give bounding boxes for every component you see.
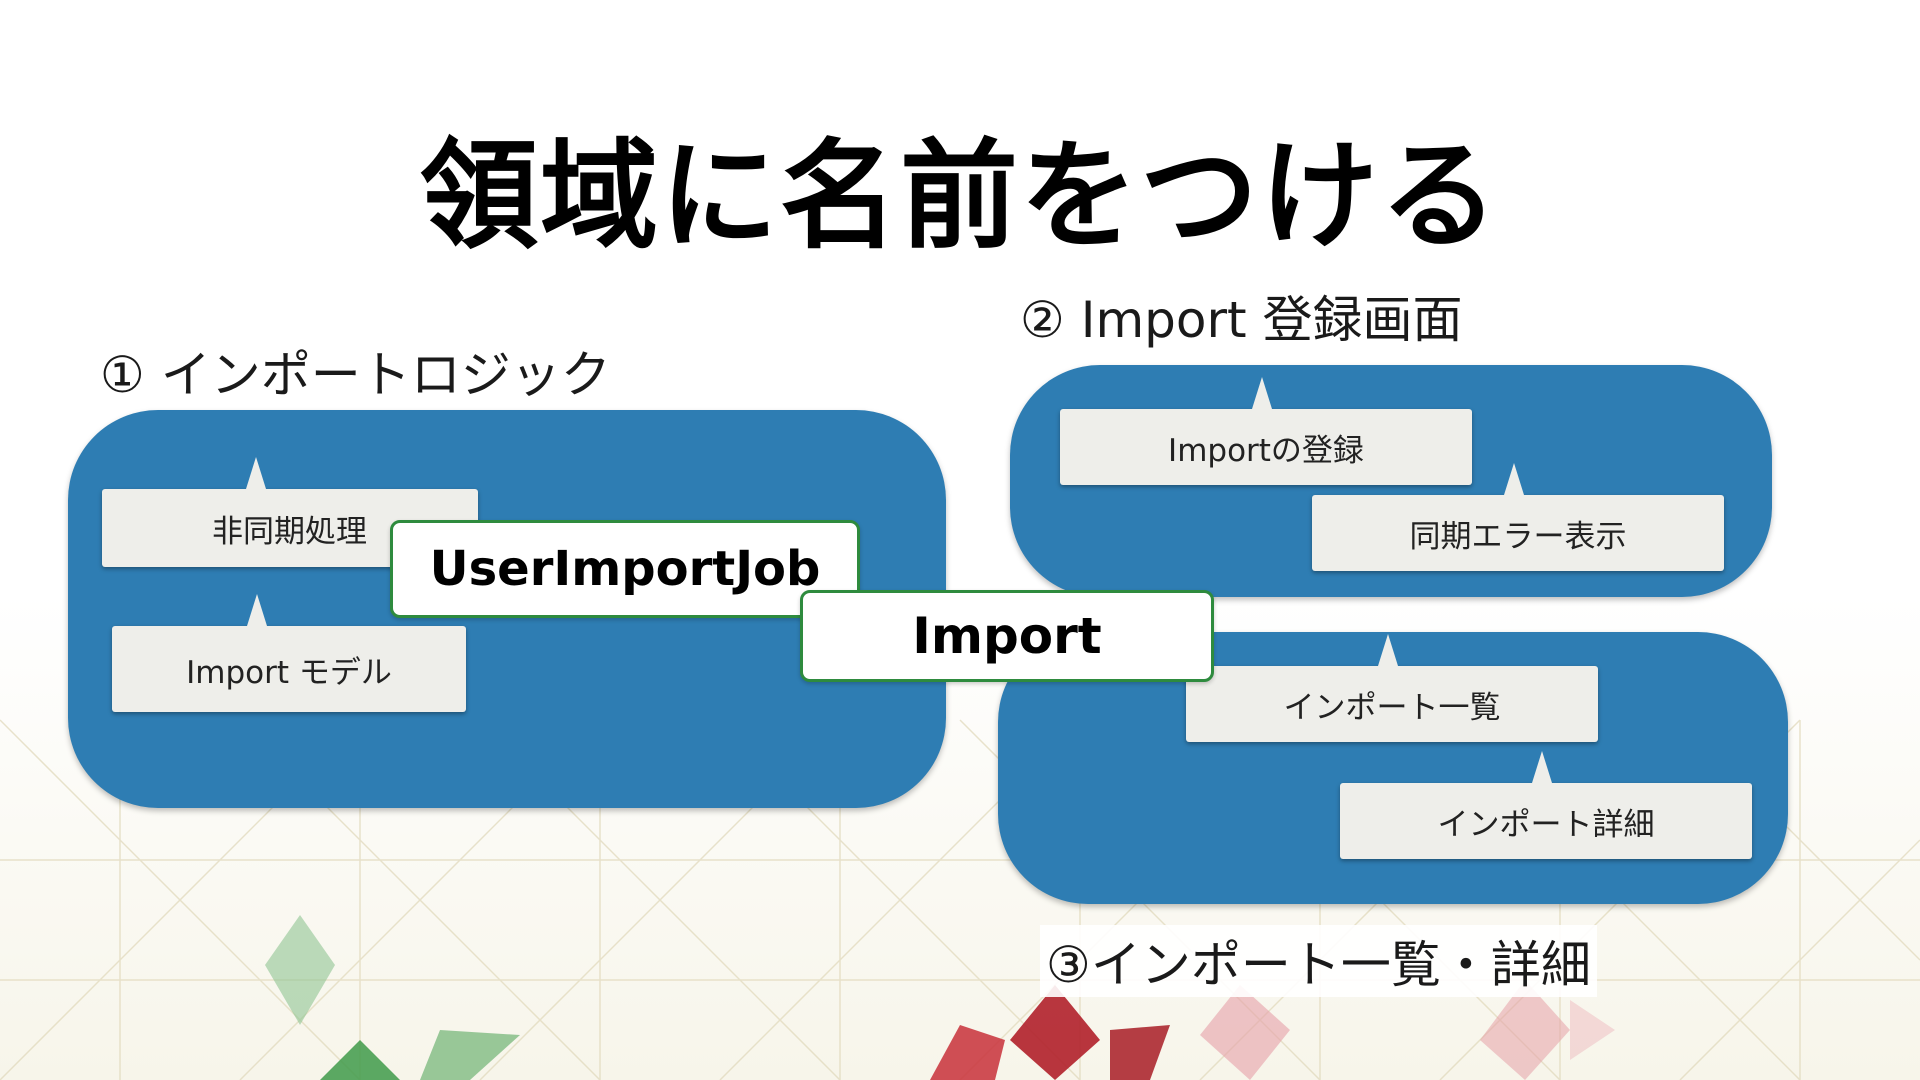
area-label-import-registration: ② Import 登録画面 xyxy=(1020,291,1463,349)
area-label-import-logic: ① インポートロジック xyxy=(100,346,611,404)
note-sync-error-display: 同期エラー表示 xyxy=(1312,495,1724,571)
leaf-red-group xyxy=(930,985,1170,1080)
note-import-model: Import モデル xyxy=(112,626,466,712)
name-box-import: Import xyxy=(800,590,1214,682)
area-label-import-list-detail: ③インポート一覧・詳細 xyxy=(1040,925,1597,997)
leaf-green-group xyxy=(265,915,520,1080)
note-import-detail: インポート詳細 xyxy=(1340,783,1752,859)
note-import-registration: Importの登録 xyxy=(1060,409,1472,485)
name-box-userimportjob: UserImportJob xyxy=(390,520,860,618)
leaf-pink-group xyxy=(1200,980,1615,1080)
note-import-list: インポート一覧 xyxy=(1186,666,1598,742)
slide-title: 領域に名前をつける xyxy=(419,127,1500,265)
